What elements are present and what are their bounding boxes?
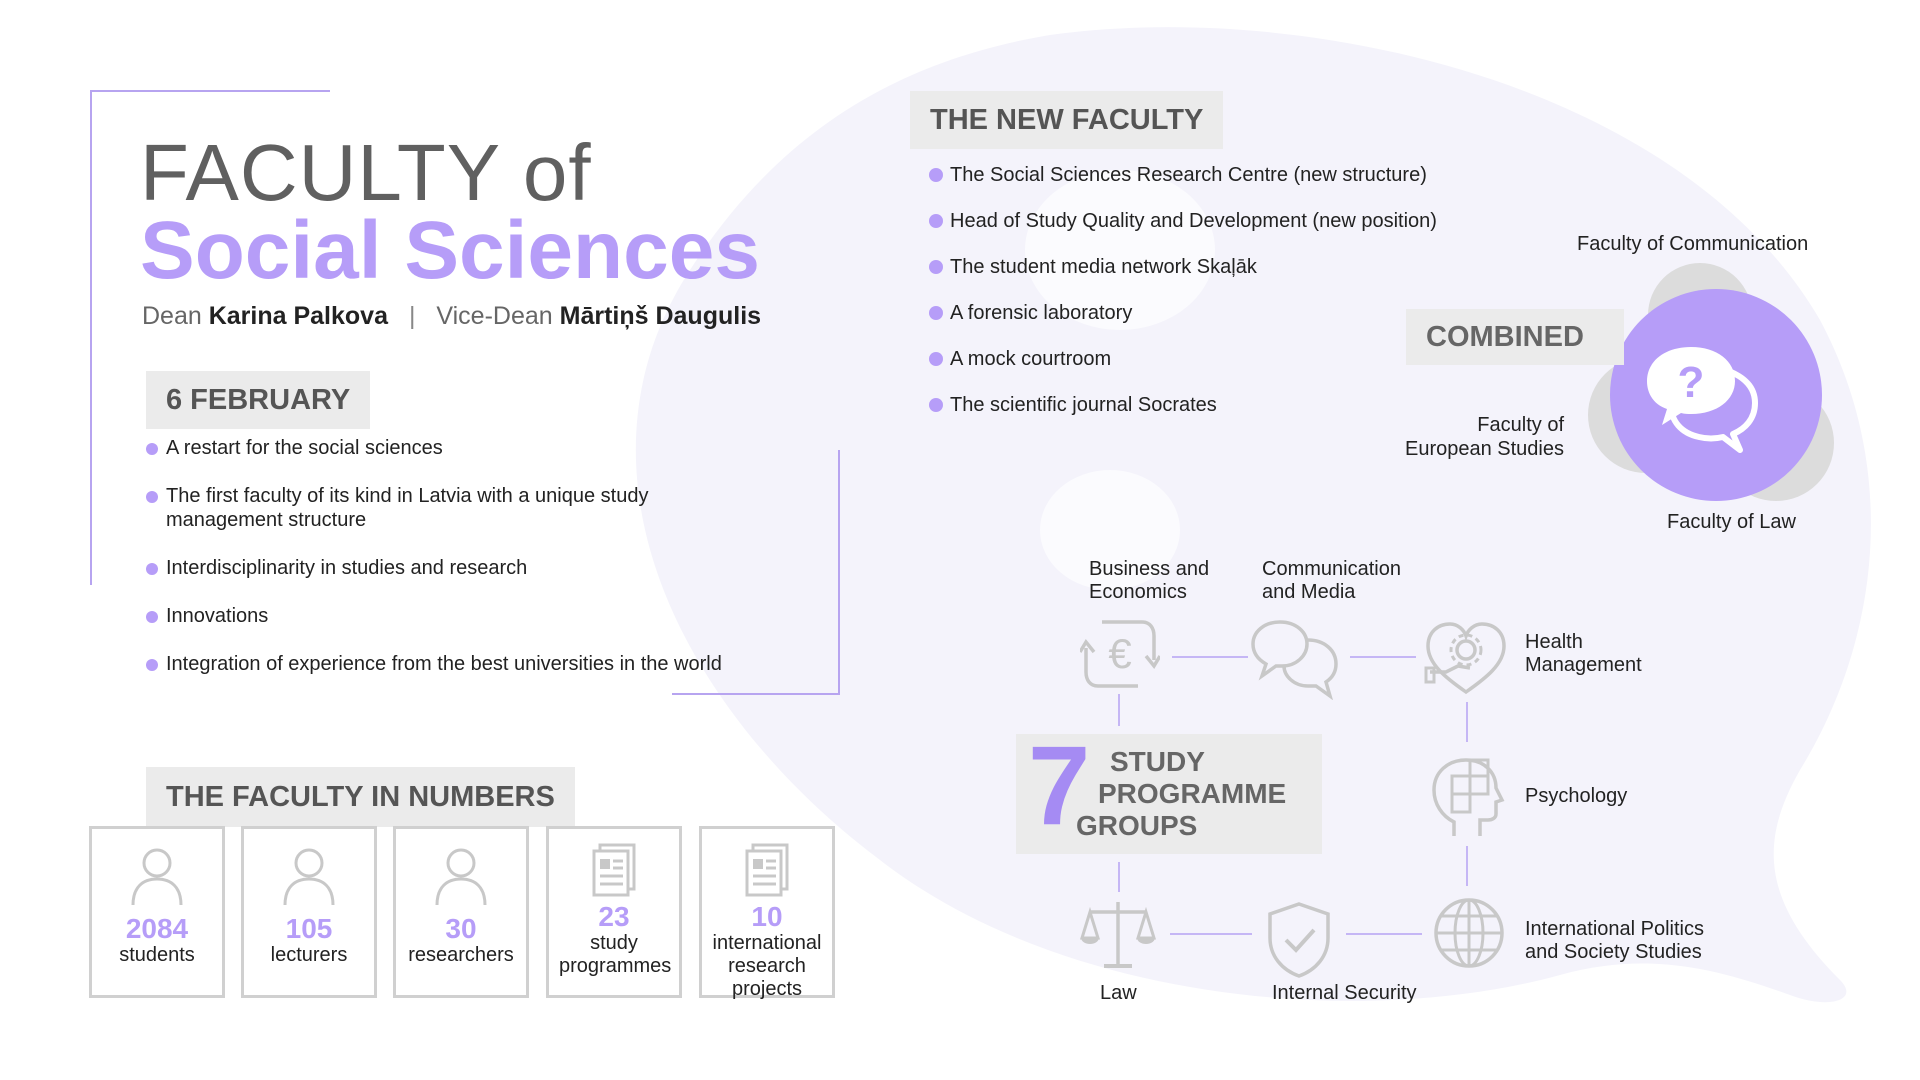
- svg-text:€: €: [1108, 630, 1131, 677]
- page-title-line1: FACULTY of: [140, 128, 592, 217]
- stat-value: 23: [598, 901, 630, 932]
- connector-line: [1170, 933, 1252, 935]
- frame-line-right: [838, 450, 840, 695]
- stat-card-students: 2084 students: [89, 826, 225, 998]
- background-bubble-shape: [635, 27, 1871, 1003]
- heart-gear-icon: [1424, 622, 1506, 695]
- stat-card-lecturers: 105 lecturers: [241, 826, 377, 998]
- new-faculty-list: The Social Sciences Research Centre (new…: [929, 163, 1530, 417]
- dean-name: Karina Palkova: [208, 302, 388, 330]
- bullet-dot: [146, 491, 158, 503]
- new-faculty-label: THE NEW FACULTY: [910, 91, 1224, 149]
- connector-line: [1466, 702, 1468, 742]
- euro-exchange-icon: €: [1080, 620, 1160, 688]
- stat-card-researchers: 30 researchers: [393, 826, 529, 998]
- stat-value: 105: [285, 913, 333, 944]
- bullet-dot: [929, 260, 943, 274]
- bullet-dot: [929, 398, 943, 412]
- bullet-dot: [929, 168, 943, 182]
- stat-value: 2084: [125, 913, 189, 944]
- stat-label: study programmes: [559, 932, 672, 977]
- chat-question-icon: ?: [1647, 347, 1758, 453]
- stat-value: 30: [445, 913, 477, 944]
- chat-bubbles-icon: [1251, 620, 1338, 700]
- programme-groups-number: 7: [1028, 723, 1091, 848]
- person-icon: [283, 848, 335, 906]
- stat-card-study-programmes: 23 study programmes: [546, 826, 682, 998]
- vice-dean-name: Mārtiņš Daugulis: [559, 302, 762, 330]
- shield-check-icon: [1268, 902, 1330, 978]
- head-puzzle-icon: [1432, 758, 1505, 836]
- person-icon: [131, 848, 183, 906]
- programme-groups-line1: STUDY: [1110, 746, 1205, 777]
- bullet-dot: [929, 214, 943, 228]
- stat-value: 10: [751, 901, 783, 932]
- connector-line: [1118, 862, 1120, 892]
- list-item: A restart for the social sciences: [146, 436, 786, 460]
- stat-label: international research projects: [712, 932, 822, 1000]
- stat-card-research-projects: 10 international research projects: [699, 826, 835, 1000]
- bullet-dot: [146, 611, 158, 623]
- faculty-communication-label: Faculty of Communication: [1577, 233, 1809, 255]
- connector-line: [1118, 694, 1120, 726]
- stat-label: students: [119, 944, 195, 966]
- numbers-label: THE FACULTY IN NUMBERS: [146, 767, 575, 827]
- programme-groups-line3: GROUPS: [1076, 810, 1198, 841]
- bullet-dot: [929, 306, 943, 320]
- list-item: The first faculty of its kind in Latvia …: [146, 484, 726, 532]
- connector-line: [1466, 846, 1468, 886]
- scales-icon: [1080, 902, 1156, 968]
- stat-label: lecturers: [270, 944, 348, 966]
- connector-line: [1172, 656, 1248, 658]
- stat-label: researchers: [408, 944, 514, 966]
- february-list: A restart for the social sciences The fi…: [146, 436, 786, 676]
- programme-label: Law: [1100, 982, 1137, 1004]
- frame-line-bottom: [672, 693, 840, 695]
- list-item: The Social Sciences Research Centre (new…: [929, 163, 1530, 187]
- bullet-dot: [929, 352, 943, 366]
- bullet-dot: [146, 659, 158, 671]
- programme-groups-box: 7 STUDY PROGRAMME GROUPS: [1016, 730, 1322, 854]
- person-icon: [435, 848, 487, 906]
- list-item: A forensic laboratory: [929, 301, 1530, 325]
- list-item: Interdisciplinarity in studies and resea…: [146, 556, 786, 580]
- programme-label: Psychology: [1525, 785, 1628, 807]
- bullet-dot: [146, 443, 158, 455]
- dean-prefix: Dean: [142, 302, 202, 330]
- faculty-european-label: Faculty of European Studies: [1404, 414, 1564, 460]
- svg-text:?: ?: [1678, 358, 1705, 407]
- document-icon: [745, 843, 789, 897]
- programme-groups-line2: PROGRAMME: [1098, 778, 1287, 809]
- combined-label: COMBINED: [1406, 309, 1624, 365]
- programme-label: Internal Security: [1272, 982, 1417, 1004]
- vice-dean-prefix: Vice-Dean: [436, 302, 553, 330]
- document-icon: [592, 843, 636, 897]
- dean-separator: |: [408, 302, 416, 330]
- globe-icon: [1434, 898, 1504, 968]
- february-label: 6 FEBRUARY: [146, 371, 371, 429]
- faculty-law-label: Faculty of Law: [1667, 511, 1796, 533]
- frame-line-top: [90, 90, 330, 92]
- connector-line: [1346, 933, 1422, 935]
- page-title-line2: Social Sciences: [140, 205, 760, 296]
- list-item: Innovations: [146, 604, 786, 628]
- dean-line: Dean Karina Palkova | Vice-Dean Mārtiņš …: [142, 302, 761, 331]
- frame-line-left: [90, 90, 92, 585]
- list-item: A mock courtroom: [929, 347, 1530, 371]
- list-item: The scientific journal Socrates: [929, 393, 1530, 417]
- list-item: Integration of experience from the best …: [146, 652, 786, 676]
- connector-line: [1350, 656, 1416, 658]
- bullet-dot: [146, 563, 158, 575]
- list-item: Head of Study Quality and Development (n…: [929, 209, 1530, 233]
- list-item: The student media network Skaļāk: [929, 255, 1530, 279]
